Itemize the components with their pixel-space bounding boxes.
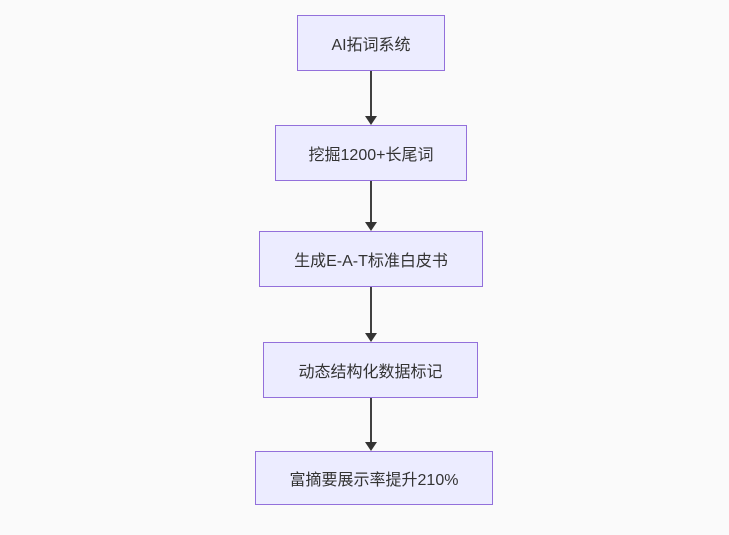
flow-node-ai-keyword-system: AI拓词系统	[297, 15, 445, 71]
flow-node-eat-whitepaper: 生成E-A-T标准白皮书	[259, 231, 483, 287]
flow-node-label: AI拓词系统	[331, 37, 411, 54]
arrow-down-icon	[365, 333, 377, 342]
flow-node-label: 生成E-A-T标准白皮书	[294, 253, 448, 270]
arrow-down-icon	[365, 116, 377, 125]
flow-node-structured-data-markup: 动态结构化数据标记	[263, 342, 478, 398]
flow-node-label: 挖掘1200+长尾词	[308, 147, 434, 164]
flow-node-label: 动态结构化数据标记	[298, 364, 443, 381]
edge-line-1	[370, 71, 372, 116]
flow-node-label: 富摘要展示率提升210%	[289, 472, 459, 489]
arrow-down-icon	[365, 222, 377, 231]
edge-line-3	[370, 287, 372, 333]
flow-node-longtail-mining: 挖掘1200+长尾词	[275, 125, 467, 181]
flow-node-rich-snippet-result: 富摘要展示率提升210%	[255, 451, 493, 505]
edge-line-2	[370, 181, 372, 222]
edge-line-4	[370, 398, 372, 442]
arrow-down-icon	[365, 442, 377, 451]
